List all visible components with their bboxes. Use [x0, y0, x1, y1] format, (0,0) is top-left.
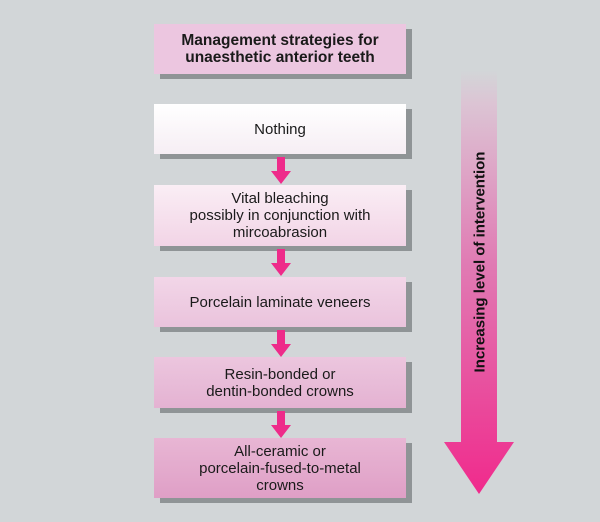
step-porcelain-veneers: Porcelain laminate veneers	[154, 277, 406, 327]
intervention-arrow-label: Increasing level of intervention	[471, 151, 489, 373]
connector-arrow-icon	[271, 330, 291, 358]
connector-arrow-icon	[271, 157, 291, 185]
intervention-arrow-icon	[444, 70, 514, 494]
step-nothing: Nothing	[154, 104, 406, 154]
connector-arrow-icon	[271, 249, 291, 277]
step-all-ceramic-crowns: All-ceramic or porcelain-fused-to-metal …	[154, 438, 406, 498]
step-resin-bonded-crowns: Resin-bonded or dentin-bonded crowns	[154, 357, 406, 408]
diagram-title: Management strategies for unaesthetic an…	[154, 24, 406, 74]
step-vital-bleaching: Vital bleaching possibly in conjunction …	[154, 185, 406, 246]
connector-arrow-icon	[271, 411, 291, 439]
